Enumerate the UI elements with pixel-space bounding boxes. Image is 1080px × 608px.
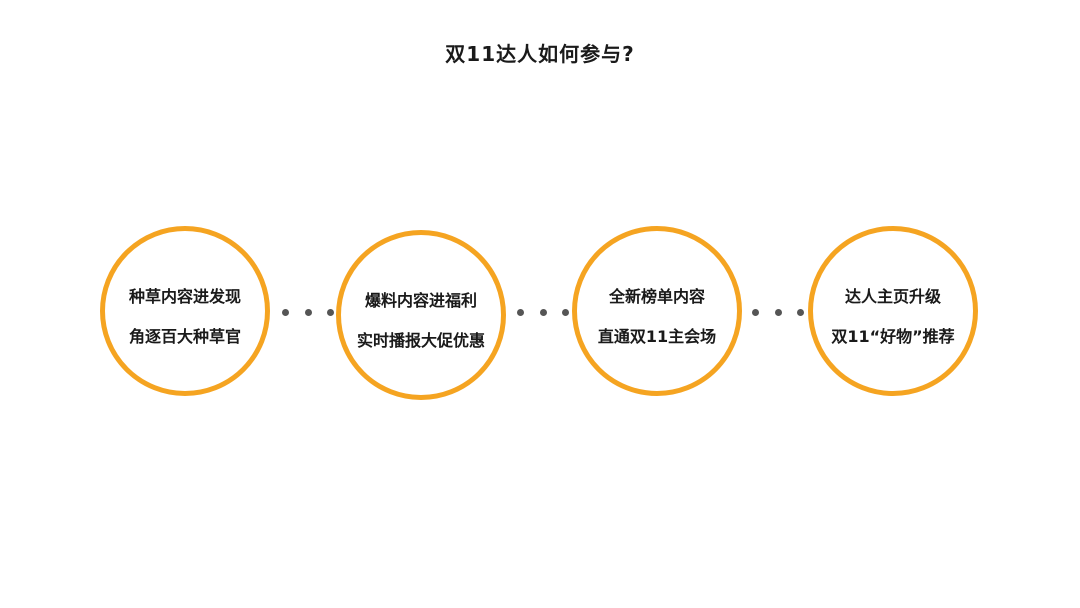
step-circle-3: 全新榜单内容 直通双11主会场 <box>572 226 742 396</box>
step-3-line-1: 全新榜单内容 <box>608 287 705 306</box>
step-1-line-1: 种草内容进发现 <box>128 287 241 306</box>
step-1-line-2: 角逐百大种草官 <box>128 327 241 346</box>
connector-dots-1 <box>282 308 334 316</box>
connector-dot <box>304 308 312 316</box>
connector-dot <box>282 308 289 316</box>
connector-dot <box>327 308 334 316</box>
step-circle-1: 种草内容进发现 角逐百大种草官 <box>100 226 270 396</box>
step-2-line-2: 实时播报大促优惠 <box>356 331 485 350</box>
step-2-line-1: 爆料内容进福利 <box>364 291 477 310</box>
connector-dots-3 <box>752 308 804 316</box>
step-3-line-2: 直通双11主会场 <box>597 327 717 346</box>
connector-dot <box>797 308 804 316</box>
step-circle-4: 达人主页升级 双11“好物”推荐 <box>808 226 978 396</box>
connector-dot <box>774 308 782 316</box>
connector-dot <box>517 308 524 316</box>
step-4-line-1: 达人主页升级 <box>844 287 941 306</box>
connector-dots-2 <box>517 308 569 316</box>
step-4-line-2: 双11“好物”推荐 <box>831 327 955 346</box>
step-circle-2: 爆料内容进福利 实时播报大促优惠 <box>336 230 506 400</box>
diagram-title: 双11达人如何参与? <box>445 42 635 66</box>
connector-dot <box>562 308 569 316</box>
connector-dot <box>752 308 759 316</box>
connector-dot <box>539 308 547 316</box>
